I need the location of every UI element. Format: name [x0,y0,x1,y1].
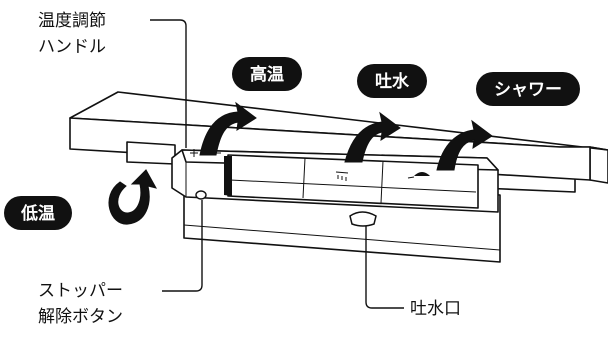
badge-shower-label: シャワー [494,80,562,100]
callout-spout: 吐水口 [365,226,461,319]
curved-arrow-rotate-icon [108,169,157,225]
stopper-label-line1: ストッパー [38,281,123,301]
spout-label: 吐水口 [410,299,461,319]
spout-icon [335,171,349,181]
spout-outlet [349,211,377,227]
temp-handle-label-line1: 温度調節 [38,11,106,31]
badge-hot: 高温 [232,57,302,91]
badge-shower: シャワー [476,72,580,106]
badge-cold: 低温 [4,196,72,230]
callout-stopper: ストッパー 解除ボタン [38,200,203,327]
stopper-release-button [195,190,207,200]
curved-arrow-up-icon [199,101,257,156]
curved-arrow-up-icon [344,111,401,163]
badge-hot-label: 高温 [250,64,284,85]
shower-head-icon [407,172,430,179]
badge-spout-water-label: 吐水 [375,71,410,92]
curved-arrow-up-icon [436,119,493,171]
badge-cold-label: 低温 [20,203,55,224]
faucet-unit [171,149,501,263]
callout-temp-handle: 温度調節 ハンドル [38,11,187,148]
stopper-label-line2: 解除ボタン [38,307,123,327]
badge-spout-water: 吐水 [357,64,427,98]
temp-handle-label-line2: ハンドル [38,37,106,57]
